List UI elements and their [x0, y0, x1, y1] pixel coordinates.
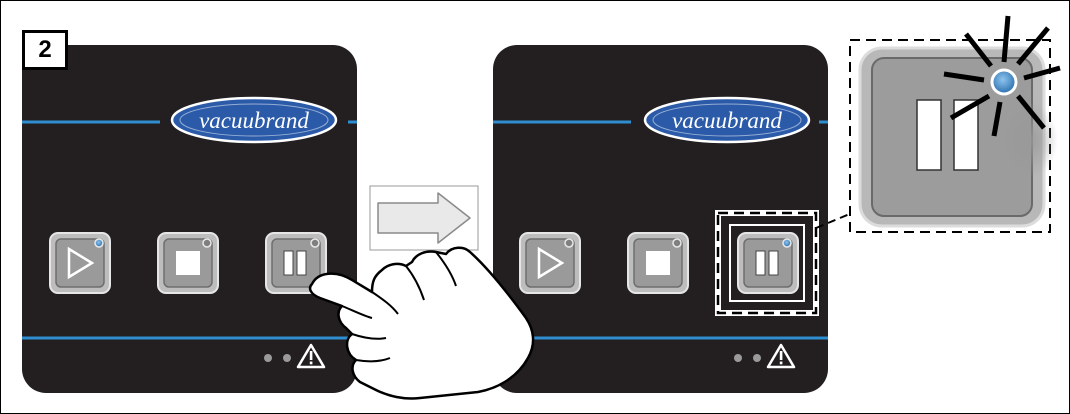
control-panel-left: vacuubrand — [22, 45, 357, 393]
play-button[interactable] — [520, 233, 580, 293]
status-led-1 — [734, 354, 742, 362]
led-icon — [565, 239, 573, 247]
stop-icon — [646, 251, 670, 275]
vacuubrand-logo: vacuubrand — [172, 98, 336, 142]
led-icon — [311, 239, 319, 247]
status-led-2 — [753, 354, 761, 362]
status-led-1 — [264, 354, 272, 362]
led-icon — [783, 239, 791, 247]
pause-button[interactable] — [738, 233, 798, 293]
play-button[interactable] — [50, 233, 110, 293]
led-icon — [203, 239, 211, 247]
led-icon — [673, 239, 681, 247]
brand-name: vacuubrand — [199, 108, 309, 133]
led-icon — [95, 239, 103, 247]
brand-name: vacuubrand — [672, 108, 782, 133]
stop-button[interactable] — [628, 233, 688, 293]
zoom-inset — [850, 16, 1060, 232]
vacuubrand-logo: vacuubrand — [645, 98, 809, 142]
led-icon — [992, 70, 1016, 94]
arrow-right-icon — [370, 186, 478, 250]
step-number: 2 — [22, 30, 68, 70]
stop-icon — [176, 251, 200, 275]
control-panel-right: vacuubrand — [493, 45, 828, 393]
status-led-2 — [283, 354, 291, 362]
stop-button[interactable] — [158, 233, 218, 293]
